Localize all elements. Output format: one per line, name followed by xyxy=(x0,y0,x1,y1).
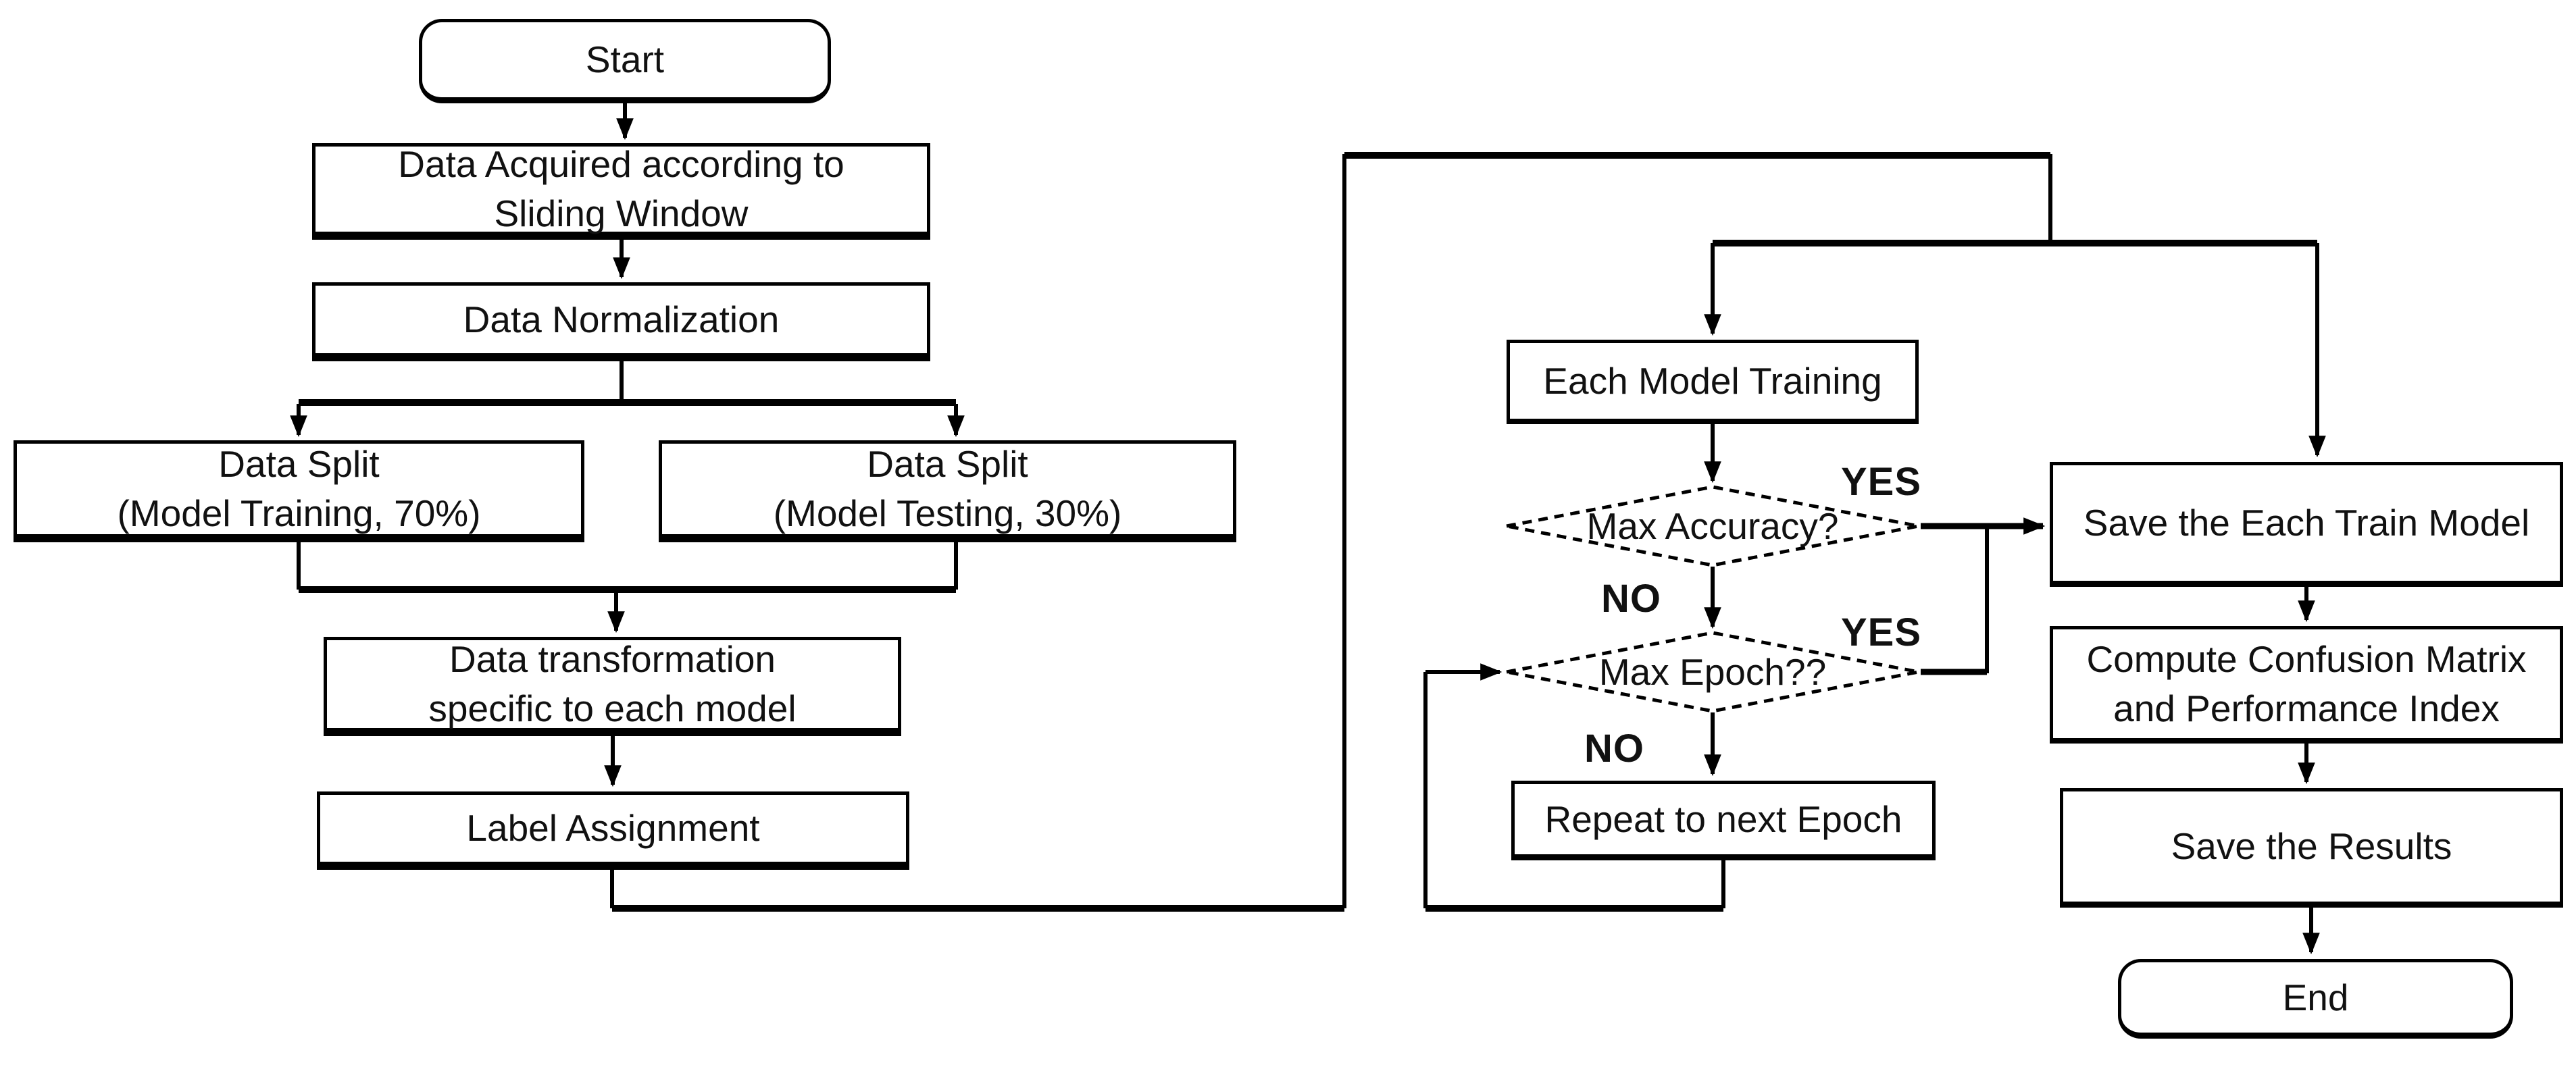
node-label: End xyxy=(2282,976,2349,1018)
decision-diamonds xyxy=(1506,485,1919,713)
flow-node-max-accuracy-label: Max Accuracy? xyxy=(1530,491,1895,561)
node-label: Max Accuracy? xyxy=(1586,505,1839,547)
flow-node-data-split-training: Data Split (Model Training, 70%) xyxy=(14,440,584,542)
node-label: Save the Results xyxy=(2171,825,2452,868)
thin-edges xyxy=(297,154,2052,908)
flow-node-save-train-model: Save the Each Train Model xyxy=(2050,462,2563,587)
flow-node-data-normalization: Data Normalization xyxy=(312,282,930,361)
node-label: Data Acquired according to Sliding Windo… xyxy=(398,143,844,234)
flow-node-label-assignment: Label Assignment xyxy=(317,791,909,870)
edge-label-accuracy-yes: YES xyxy=(1841,460,1922,504)
max-epoch-diamond xyxy=(1506,631,1919,713)
node-label: Data Split (Model Training, 70%) xyxy=(117,443,481,534)
flow-node-max-epoch-label: Max Epoch?? xyxy=(1530,637,1895,707)
node-label: Label Assignment xyxy=(466,807,760,850)
node-label: Start xyxy=(585,38,665,81)
node-label: Data Split (Model Testing, 30%) xyxy=(773,443,1122,534)
flow-node-data-split-testing: Data Split (Model Testing, 30%) xyxy=(659,440,1236,542)
flow-node-repeat-next-epoch: Repeat to next Epoch xyxy=(1511,781,1936,860)
max-accuracy-diamond xyxy=(1506,485,1919,567)
node-label: Compute Confusion Matrix and Performance… xyxy=(2086,637,2527,729)
node-label: Each Model Training xyxy=(1543,359,1882,402)
node-label: Data transformation specific to each mod… xyxy=(428,638,797,729)
edge-label-accuracy-no: NO xyxy=(1601,577,1661,621)
flow-node-each-model-training: Each Model Training xyxy=(1507,340,1919,424)
flow-node-data-acquired: Data Acquired according to Sliding Windo… xyxy=(312,143,930,240)
flow-node-end: End xyxy=(2118,959,2513,1039)
arrow-edges xyxy=(290,101,2326,955)
flow-node-compute-confusion-matrix: Compute Confusion Matrix and Performance… xyxy=(2050,626,2563,744)
node-label: Data Normalization xyxy=(463,298,780,340)
thick-edges xyxy=(299,152,2317,912)
flow-node-data-transformation: Data transformation specific to each mod… xyxy=(324,637,901,736)
node-label: Max Epoch?? xyxy=(1598,651,1827,693)
flow-node-save-results: Save the Results xyxy=(2060,788,2563,908)
node-label: Save the Each Train Model xyxy=(2083,502,2530,544)
flow-node-start: Start xyxy=(419,19,831,103)
edge-label-epoch-no: NO xyxy=(1584,727,1644,771)
edge-label-epoch-yes: YES xyxy=(1841,610,1922,654)
node-label: Repeat to next Epoch xyxy=(1544,798,1902,840)
